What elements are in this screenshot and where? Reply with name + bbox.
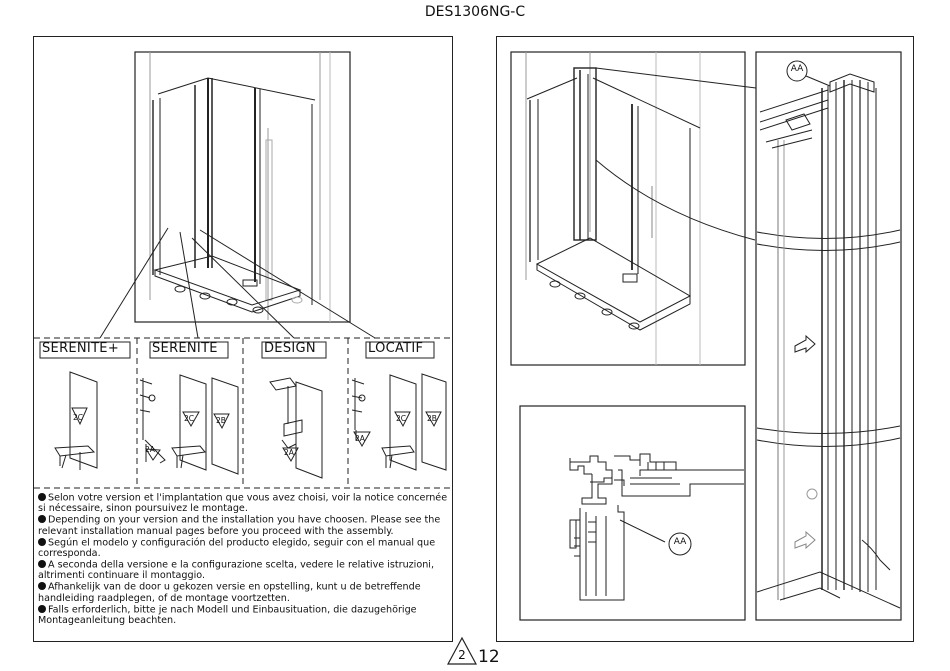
right-enclosure-view <box>510 51 746 366</box>
right-panel <box>496 36 914 642</box>
bullet-icon <box>38 493 46 501</box>
part-label-2b: 2B <box>216 416 226 425</box>
enclosure-illustration <box>134 51 351 323</box>
left-panel <box>33 36 453 642</box>
part-label-2a: 2A <box>355 434 365 443</box>
kit-design <box>269 377 323 479</box>
instruction-de: Falls erforderlich, bitte je nach Modell… <box>38 604 417 626</box>
part-label-2c: 2C <box>73 413 84 422</box>
bullet-icon <box>38 537 46 546</box>
instruction-es: Según el modelo y configuración del prod… <box>38 537 436 560</box>
version-label-serenite-plus: SERENITE+ <box>42 341 120 356</box>
instruction-nl: Afhankelijk van de door u gekozen versie… <box>38 581 421 604</box>
instruction-fr: Selon votre version et l'implantation qu… <box>38 492 448 515</box>
part-label-2a: 2A <box>145 445 155 454</box>
callout-aa-top-label: AA <box>790 64 804 74</box>
callout-aa-section <box>668 532 692 556</box>
version-label-serenite: SERENITE <box>152 341 218 356</box>
callout-aa-section-label: AA <box>673 537 687 547</box>
kit-serenite-plus <box>54 371 98 470</box>
instruction-it: A seconda della versione e la configuraz… <box>38 559 435 582</box>
version-label-locatif: LOCATIF <box>368 341 424 356</box>
version-pointer-lines <box>99 227 376 339</box>
multilingual-instructions: Selon votre version et l'implantation qu… <box>38 493 448 627</box>
bullet-icon <box>38 604 46 613</box>
profile-detail-view <box>755 51 902 621</box>
bullet-icon <box>38 515 46 524</box>
footer-badge-number: 2 <box>458 648 466 662</box>
instruction-en: Depending on your version and the instal… <box>38 514 441 537</box>
part-label-2b: 2B <box>427 414 437 423</box>
kit-locatif <box>351 373 447 471</box>
bullet-icon <box>38 582 46 591</box>
part-label-2a: 2A <box>284 448 294 457</box>
document-code: DES1306NG-C <box>424 4 526 20</box>
magnify-connector <box>595 67 757 241</box>
warning-triangle-icon <box>446 636 478 665</box>
page-number: 12 <box>478 647 500 667</box>
part-label-2c: 2C <box>396 414 407 423</box>
version-label-design: DESIGN <box>264 341 316 356</box>
kit-serenite <box>139 374 239 475</box>
bullet-icon <box>38 559 46 568</box>
callout-aa-top <box>786 60 808 82</box>
version-boxes <box>34 337 452 489</box>
section-detail-view <box>519 405 746 621</box>
part-label-2c: 2C <box>184 414 195 423</box>
